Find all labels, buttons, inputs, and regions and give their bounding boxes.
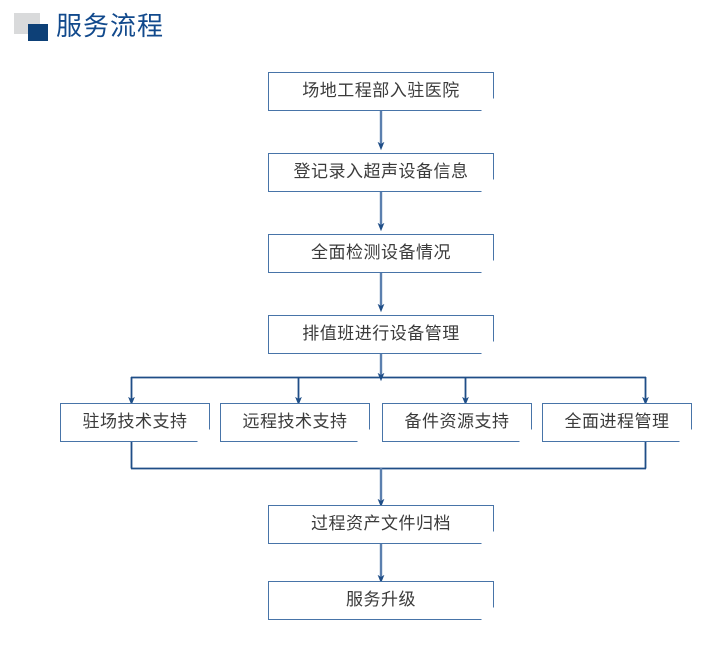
bevel-corner-mask: [479, 96, 493, 110]
bevel-corner-mask: [195, 427, 209, 441]
flow-node-stage-3[interactable]: 全面检测设备情况: [268, 234, 494, 273]
bevel-corner-line: [483, 187, 497, 201]
flow-node-label: 排值班进行设备管理: [302, 324, 460, 343]
bevel-corner-mask: [479, 529, 493, 543]
flow-node-label: 场地工程部入驻医院: [302, 81, 460, 100]
flow-node-label: 登记录入超声设备信息: [293, 162, 469, 181]
section-bullet-icon: [14, 13, 48, 41]
flow-node-branch-2[interactable]: 远程技术支持: [220, 403, 370, 442]
bevel-corner-line: [681, 437, 695, 451]
bevel-corner-line: [483, 106, 497, 120]
bevel-corner-mask: [479, 177, 493, 191]
flow-node-tail-1[interactable]: 过程资产文件归档: [268, 505, 494, 544]
bevel-corner-mask: [479, 258, 493, 272]
bevel-corner-line: [483, 268, 497, 282]
page-header: 服务流程: [0, 0, 718, 56]
flow-node-label: 驻场技术支持: [82, 412, 188, 431]
page-title: 服务流程: [56, 11, 165, 41]
flow-node-branch-4[interactable]: 全面进程管理: [542, 403, 692, 442]
flow-node-label: 全面进程管理: [564, 412, 670, 431]
flow-node-stage-1[interactable]: 场地工程部入驻医院: [268, 72, 494, 111]
bevel-corner-mask: [517, 427, 531, 441]
flow-node-stage-2[interactable]: 登记录入超声设备信息: [268, 153, 494, 192]
bevel-corner-line: [483, 349, 497, 363]
bevel-corner-mask: [479, 605, 493, 619]
flow-node-label: 过程资产文件归档: [311, 514, 451, 533]
flow-node-label: 备件资源支持: [404, 412, 510, 431]
bevel-corner-line: [483, 615, 497, 629]
bevel-corner-mask: [677, 427, 691, 441]
bevel-corner-mask: [479, 339, 493, 353]
bullet-square-dark: [28, 24, 48, 41]
flow-node-label: 全面检测设备情况: [311, 243, 451, 262]
bevel-corner-mask: [355, 427, 369, 441]
bevel-corner-line: [483, 539, 497, 553]
bevel-corner-line: [199, 437, 213, 451]
flow-node-label: 远程技术支持: [242, 412, 348, 431]
flow-node-label: 服务升级: [346, 590, 416, 609]
bevel-corner-line: [359, 437, 373, 451]
bevel-corner-line: [521, 437, 535, 451]
flow-node-stage-4[interactable]: 排值班进行设备管理: [268, 315, 494, 354]
flow-node-tail-2[interactable]: 服务升级: [268, 581, 494, 620]
flow-node-branch-3[interactable]: 备件资源支持: [382, 403, 532, 442]
flow-node-branch-1[interactable]: 驻场技术支持: [60, 403, 210, 442]
